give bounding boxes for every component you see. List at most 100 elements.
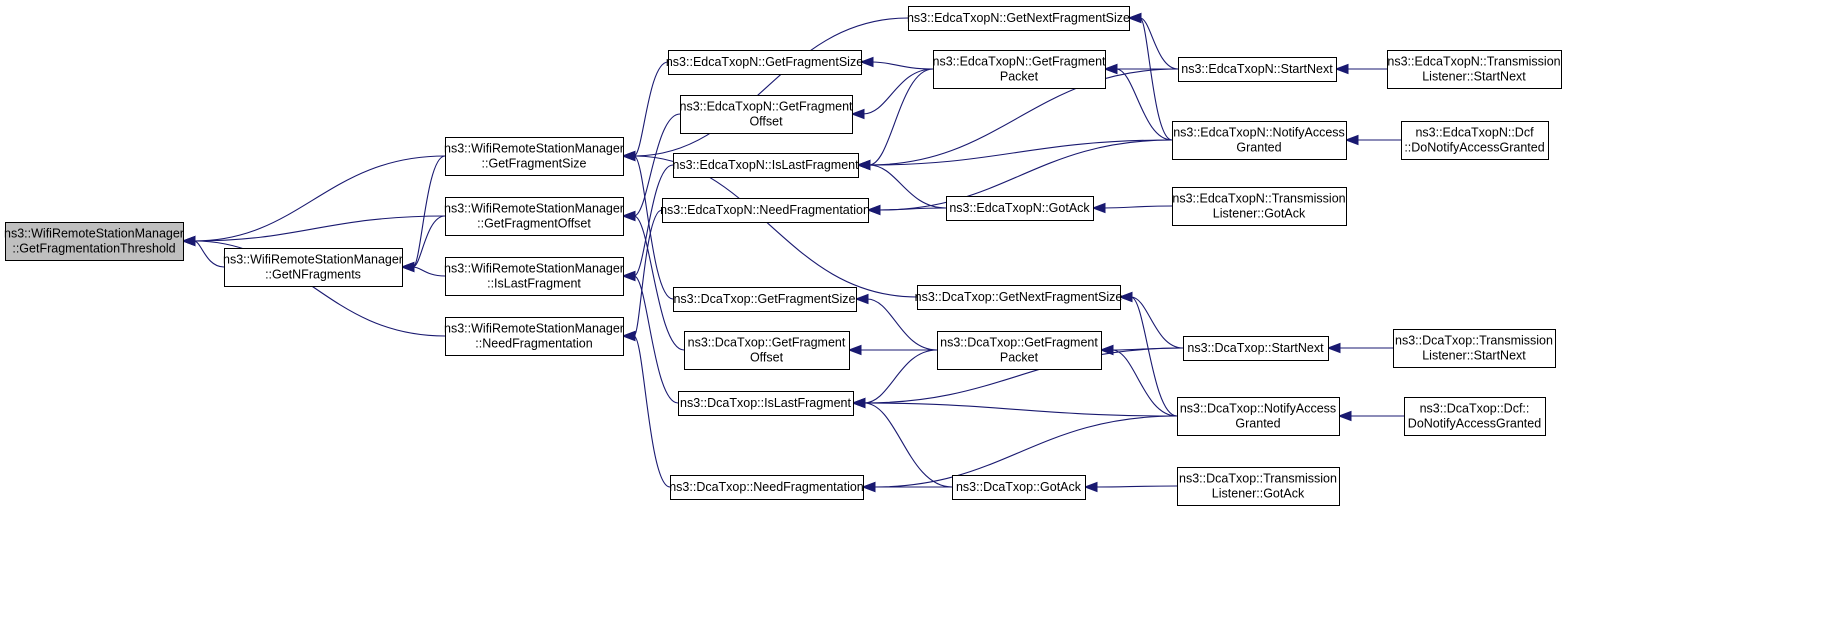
node-d-tl-got-ack[interactable]: ns3::DcaTxop::TransmissionListener::GotA… [1177,467,1340,506]
node-label-line: ns3::EdcaTxopN::Transmission [1172,192,1345,206]
edge-d-tl-got-ack-to-d-got-ack [1095,485,1178,488]
node-e-n-dcf-notify[interactable]: ns3::EdcaTxopN::Dcf::DoNotifyAccessGrant… [1401,121,1549,160]
arrowhead-e-n-start-next [1334,63,1349,75]
arrowhead-e-n-get-frag-packet [1103,63,1118,75]
node-box [1172,187,1347,226]
arrowhead-d-get-next-frag-size [1118,291,1133,303]
node-label-line: ::GetFragmentationThreshold [12,242,175,256]
node-d-get-frag-size[interactable]: ns3::DcaTxop::GetFragmentSize [673,287,857,312]
node-box [933,50,1106,89]
node-e-n-is-last[interactable]: ns3::EdcaTxopN::IsLastFragment [672,153,859,178]
node-root[interactable]: ns3::WifiRemoteStationManager::GetFragme… [4,222,184,261]
node-d-notify-access[interactable]: ns3::DcaTxop::NotifyAccessGranted [1177,397,1340,436]
node-e-n-need-frag[interactable]: ns3::EdcaTxopN::NeedFragmentation [660,198,870,223]
arrowhead-e-n-need-frag [866,204,881,216]
node-d-is-last[interactable]: ns3::DcaTxop::IsLastFragment [678,391,854,416]
node-e-n-get-frag-offset[interactable]: ns3::EdcaTxopN::GetFragmentOffset [680,95,854,134]
node-d-tl-start-next[interactable]: ns3::DcaTxop::TransmissionListener::Star… [1393,329,1556,368]
node-box [917,285,1121,310]
node-box [1178,57,1337,82]
edge-d-got-ack-to-d-is-last [863,402,953,488]
node-d-dcf-notify[interactable]: ns3::DcaTxop::Dcf::DoNotifyAccessGranted [1404,397,1546,436]
node-label-line: ::NeedFragmentation [475,337,592,351]
node-box [1401,121,1549,160]
edge-d-notify-access-to-d-is-last [863,402,1178,417]
edge-get-fragment-size-to-get-nfragments [412,155,446,268]
node-box [662,198,869,223]
node-e-n-tl-got-ack[interactable]: ns3::EdcaTxopN::TransmissionListener::Go… [1172,187,1347,226]
node-label-line: ns3::EdcaTxopN::IsLastFragment [672,158,859,172]
arrowhead-e-n-get-frag-offset [850,108,865,120]
node-box [1393,329,1556,368]
node-label-line: ::DoNotifyAccessGranted [1404,141,1544,155]
node-label-line: ::GetFragmentOffset [477,217,591,231]
node-e-n-get-frag-size[interactable]: ns3::EdcaTxopN::GetFragmentSize [666,50,863,75]
edge-get-fragment-offset-to-root [193,215,446,242]
node-label-line: ns3::EdcaTxopN::GotAck [949,201,1090,215]
node-e-n-notify-access[interactable]: ns3::EdcaTxopN::NotifyAccessGranted [1172,121,1347,160]
node-get-fragment-offset[interactable]: ns3::WifiRemoteStationManager::GetFragme… [444,197,624,236]
edge-d-need-frag-to-need-fragmentation [633,335,671,488]
node-label-line: ns3::DcaTxop::Transmission [1395,334,1553,348]
node-label-line: ns3::WifiRemoteStationManager [223,253,403,267]
arrowhead-e-n-get-frag-size [859,56,874,68]
node-label-line: ns3::DcaTxop::GotAck [956,480,1082,494]
edge-e-n-get-frag-size-to-get-fragment-size [633,61,669,157]
node-label-line: Granted [1236,141,1281,155]
arrowhead-d-start-next [1326,342,1341,354]
node-label-line: ns3::EdcaTxopN::Transmission [1387,55,1560,69]
arrowhead-get-nfragments [400,261,415,273]
node-label-line: ns3::DcaTxop::GetNextFragmentSize [915,290,1123,304]
arrowhead-get-fragment-size [621,150,636,162]
node-label-line: Offset [750,351,784,365]
node-d-got-ack[interactable]: ns3::DcaTxop::GotAck [952,475,1086,500]
node-get-nfragments[interactable]: ns3::WifiRemoteStationManager::GetNFragm… [223,248,403,287]
edge-d-notify-access-to-d-get-frag-packet [1111,349,1178,417]
edge-e-n-get-next-frag-size-to-get-fragment-size [633,17,909,157]
arrowhead-d-get-frag-packet [1099,344,1114,356]
node-box [445,197,624,236]
node-label-line: ns3::DcaTxop::NeedFragmentation [669,480,864,494]
edge-get-nfragments-to-root [193,240,225,268]
node-label-line: ns3::DcaTxop::NotifyAccess [1180,402,1336,416]
node-label-line: ns3::EdcaTxopN::Dcf [1415,126,1534,140]
node-label-line: ns3::DcaTxop::Dcf:: [1420,402,1530,416]
arrowhead-d-got-ack [1083,481,1098,493]
node-d-get-next-frag-size[interactable]: ns3::DcaTxop::GetNextFragmentSize [915,285,1123,310]
node-box [1172,121,1347,160]
edge-d-notify-access-to-d-get-next-frag-size [1130,296,1178,417]
node-e-n-get-next-frag-size[interactable]: ns3::EdcaTxopN::GetNextFragmentSize [907,6,1130,31]
node-box [1177,397,1340,436]
node-label-line: Offset [749,115,783,129]
edge-d-start-next-to-d-get-frag-packet [1111,347,1184,351]
node-label-line: ::GetNFragments [265,268,361,282]
edge-e-n-get-frag-packet-to-e-n-get-frag-offset [862,68,934,115]
edge-e-n-tl-got-ack-to-e-n-got-ack [1103,205,1173,209]
node-box [670,475,864,500]
edge-d-notify-access-to-d-need-frag [873,415,1178,488]
edge-e-n-notify-access-to-e-n-need-frag [878,139,1173,211]
edge-e-n-get-frag-packet-to-e-n-is-last [868,68,934,166]
node-get-fragment-size[interactable]: ns3::WifiRemoteStationManager::GetFragme… [444,137,624,176]
node-e-n-tl-start-next[interactable]: ns3::EdcaTxopN::TransmissionListener::St… [1387,50,1562,89]
edge-e-n-get-frag-packet-to-e-n-get-frag-size [871,61,934,70]
arrowhead-need-fragmentation [621,330,636,342]
node-is-last-fragment[interactable]: ns3::WifiRemoteStationManager::IsLastFra… [444,257,624,296]
node-box [1177,467,1340,506]
node-box [224,248,403,287]
node-d-need-frag[interactable]: ns3::DcaTxop::NeedFragmentation [669,475,864,500]
node-box [668,50,862,75]
node-label-line: ns3::EdcaTxopN::GetFragment [933,55,1107,69]
node-d-get-frag-offset[interactable]: ns3::DcaTxop::GetFragmentOffset [684,331,850,370]
node-d-start-next[interactable]: ns3::DcaTxop::StartNext [1183,336,1329,361]
node-e-n-start-next[interactable]: ns3::EdcaTxopN::StartNext [1178,57,1337,82]
node-box [1183,336,1329,361]
node-label-line: ns3::EdcaTxopN::NeedFragmentation [660,203,870,217]
edge-e-n-notify-access-to-e-n-get-next-frag-size [1139,17,1173,141]
node-e-n-got-ack[interactable]: ns3::EdcaTxopN::GotAck [946,196,1094,221]
node-need-fragmentation[interactable]: ns3::WifiRemoteStationManager::NeedFragm… [444,317,624,356]
arrowhead-root [181,235,196,247]
